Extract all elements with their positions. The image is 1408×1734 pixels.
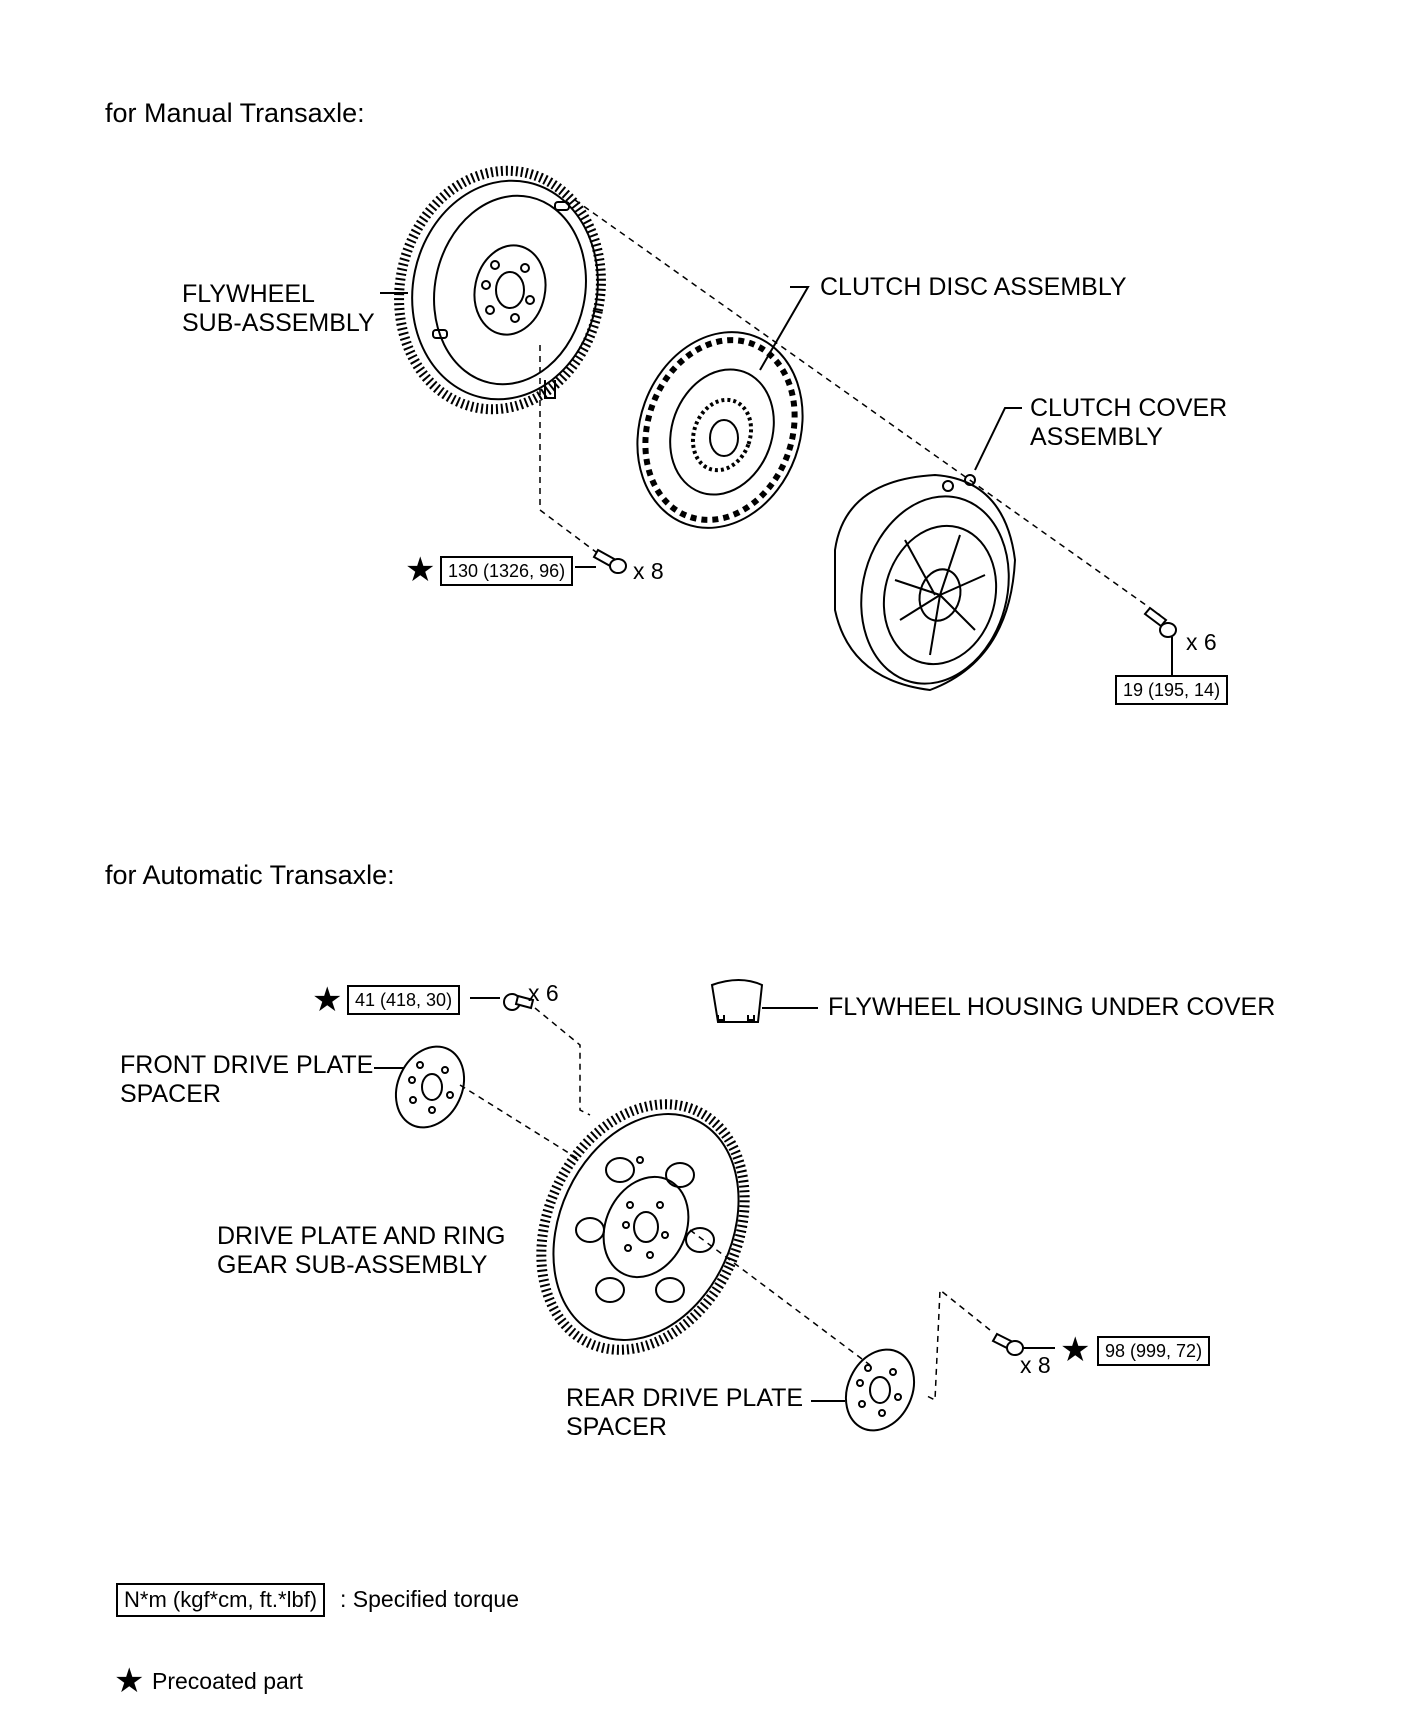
clutch-disc-drawing [636,331,804,529]
cover-bolt-qty: x 6 [1186,629,1217,655]
cover-bolt-drawing [1143,606,1177,638]
legend-star-text: Precoated part [152,1668,303,1694]
flywheel-bolt-qty: x 8 [633,558,664,584]
manual-guide-lines [539,199,1161,616]
legend-torque-box: N*m (kgf*cm, ft.*lbf) [116,1583,326,1617]
star-icon: ★ [114,1662,145,1700]
front-spacer-drawing [394,1045,466,1129]
housing-under-cover-drawing [710,979,764,1023]
flywheel-drawing [394,165,606,415]
star-icon: ★ [1060,1331,1091,1369]
clutch-disc-label: CLUTCH DISC ASSEMBLY [820,273,1127,301]
automatic-heading: for Automatic Transaxle: [105,860,395,890]
legend-torque-text: : Specified torque [340,1586,520,1612]
clutch-cover-label: CLUTCH COVER ASSEMBLY [1030,394,1228,451]
rear-bolt-drawing [991,1332,1024,1356]
flywheel-bolt-drawing [592,548,627,574]
clutch-cover-leader [974,407,1022,471]
star-icon: ★ [405,551,436,589]
rear-torque-box: 98 (999, 72) [1097,1336,1211,1366]
drive-plate-drawing [536,1099,750,1355]
top-bolt-qty: x 6 [528,980,559,1006]
flywheel-torque-box: 130 (1326, 96) [440,556,574,586]
drive-plate-label: DRIVE PLATE AND RING GEAR SUB-ASSEMBLY [217,1222,506,1279]
manual-heading: for Manual Transaxle: [105,98,365,128]
cover-torque-box: 19 (195, 14) [1115,675,1229,705]
housing-cover-label: FLYWHEEL HOUSING UNDER COVER [828,993,1276,1021]
star-icon: ★ [312,981,343,1019]
flywheel-label: FLYWHEEL SUB-ASSEMBLY [182,280,375,337]
rear-spacer-label: REAR DRIVE PLATE SPACER [566,1384,804,1441]
rear-bolt-qty: x 8 [1020,1352,1051,1378]
top-torque-box: 41 (418, 30) [347,985,461,1015]
rear-spacer-drawing [844,1348,916,1432]
front-spacer-label: FRONT DRIVE PLATE SPACER [120,1051,374,1108]
drive-plate-bolt-drawing [503,993,535,1011]
automatic-guide-lines [459,1007,991,1402]
clutch-cover-drawing [834,473,1017,692]
